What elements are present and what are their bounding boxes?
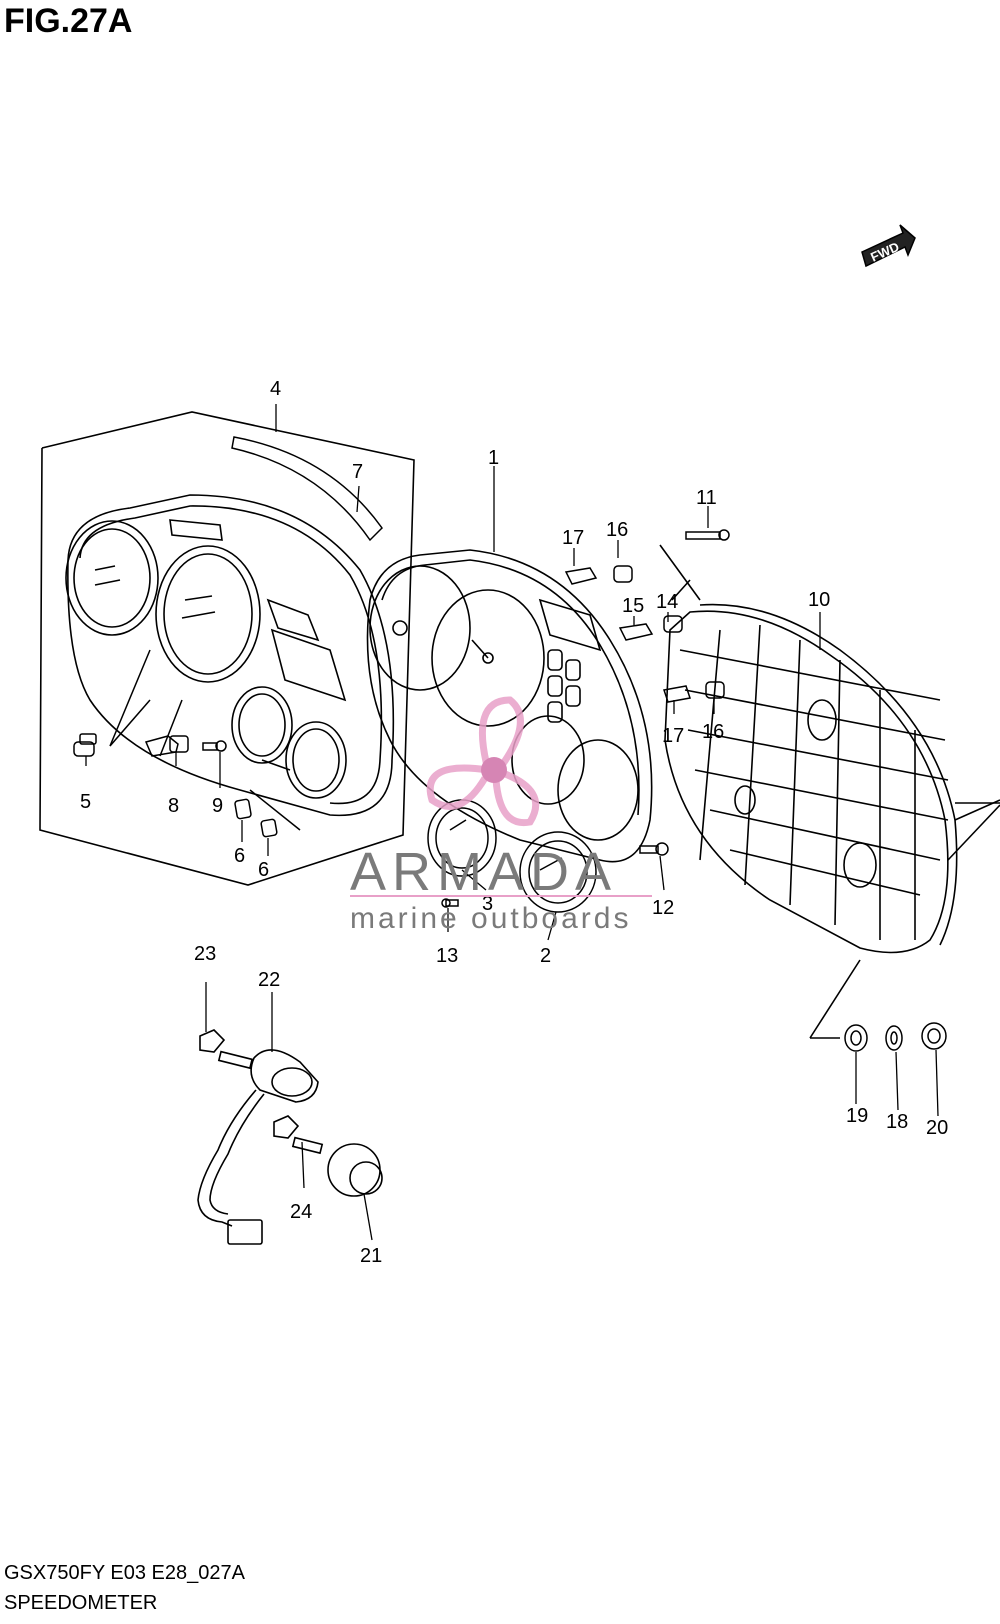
callout-23: 23 xyxy=(194,943,216,965)
callout-7: 7 xyxy=(352,461,363,483)
callout-24: 24 xyxy=(290,1201,312,1223)
callout-13: 13 xyxy=(436,945,458,967)
speed-sensor-assembly xyxy=(197,1029,383,1245)
lamp-socket-parts xyxy=(564,529,730,703)
rear-cover xyxy=(659,544,1000,1039)
armada-watermark: ARMADA marine outboards xyxy=(350,696,652,935)
callout-numbers: 1 2 3 4 5 6 6 7 8 9 10 11 12 13 14 15 16… xyxy=(80,378,948,1267)
grommet-parts xyxy=(844,1022,947,1052)
callout-15: 15 xyxy=(622,595,644,617)
callout-18: 18 xyxy=(886,1111,908,1133)
callout-21: 21 xyxy=(360,1245,382,1267)
callout-22: 22 xyxy=(258,969,280,991)
callout-19: 19 xyxy=(846,1105,868,1127)
callout-3: 3 xyxy=(482,893,493,915)
callout-8: 8 xyxy=(168,795,179,817)
forward-arrow-icon: FWD xyxy=(861,224,916,268)
callout-9: 9 xyxy=(212,795,223,817)
callout-6a: 6 xyxy=(234,845,245,867)
model-code: GSX750FY E03 E28_027A xyxy=(4,1562,245,1584)
section-name: SPEEDOMETER xyxy=(4,1592,158,1614)
watermark-tagline: marine outboards xyxy=(350,902,631,935)
callout-16b: 16 xyxy=(702,721,724,743)
callout-6b: 6 xyxy=(258,859,269,881)
callout-leaders xyxy=(85,404,939,1241)
callout-10: 10 xyxy=(808,589,830,611)
fwd-label: FWD xyxy=(868,239,901,265)
callout-12: 12 xyxy=(652,897,674,919)
watermark-brand: ARMADA xyxy=(350,842,617,902)
callout-2: 2 xyxy=(540,945,551,967)
meter-assembly xyxy=(366,549,653,863)
propeller-logo-icon xyxy=(426,696,540,827)
meter-case-group xyxy=(39,411,415,886)
bulb-socket-parts xyxy=(73,649,301,838)
callout-17a: 17 xyxy=(562,527,584,549)
callout-4: 4 xyxy=(270,378,281,400)
callout-1: 1 xyxy=(488,447,499,469)
callout-16a: 16 xyxy=(606,519,628,541)
figure-title: FIG.27A xyxy=(4,2,133,40)
callout-11: 11 xyxy=(696,487,717,509)
callout-20: 20 xyxy=(926,1117,948,1139)
callout-5: 5 xyxy=(80,791,91,813)
callout-17b: 17 xyxy=(662,725,684,747)
callout-14: 14 xyxy=(656,591,678,613)
